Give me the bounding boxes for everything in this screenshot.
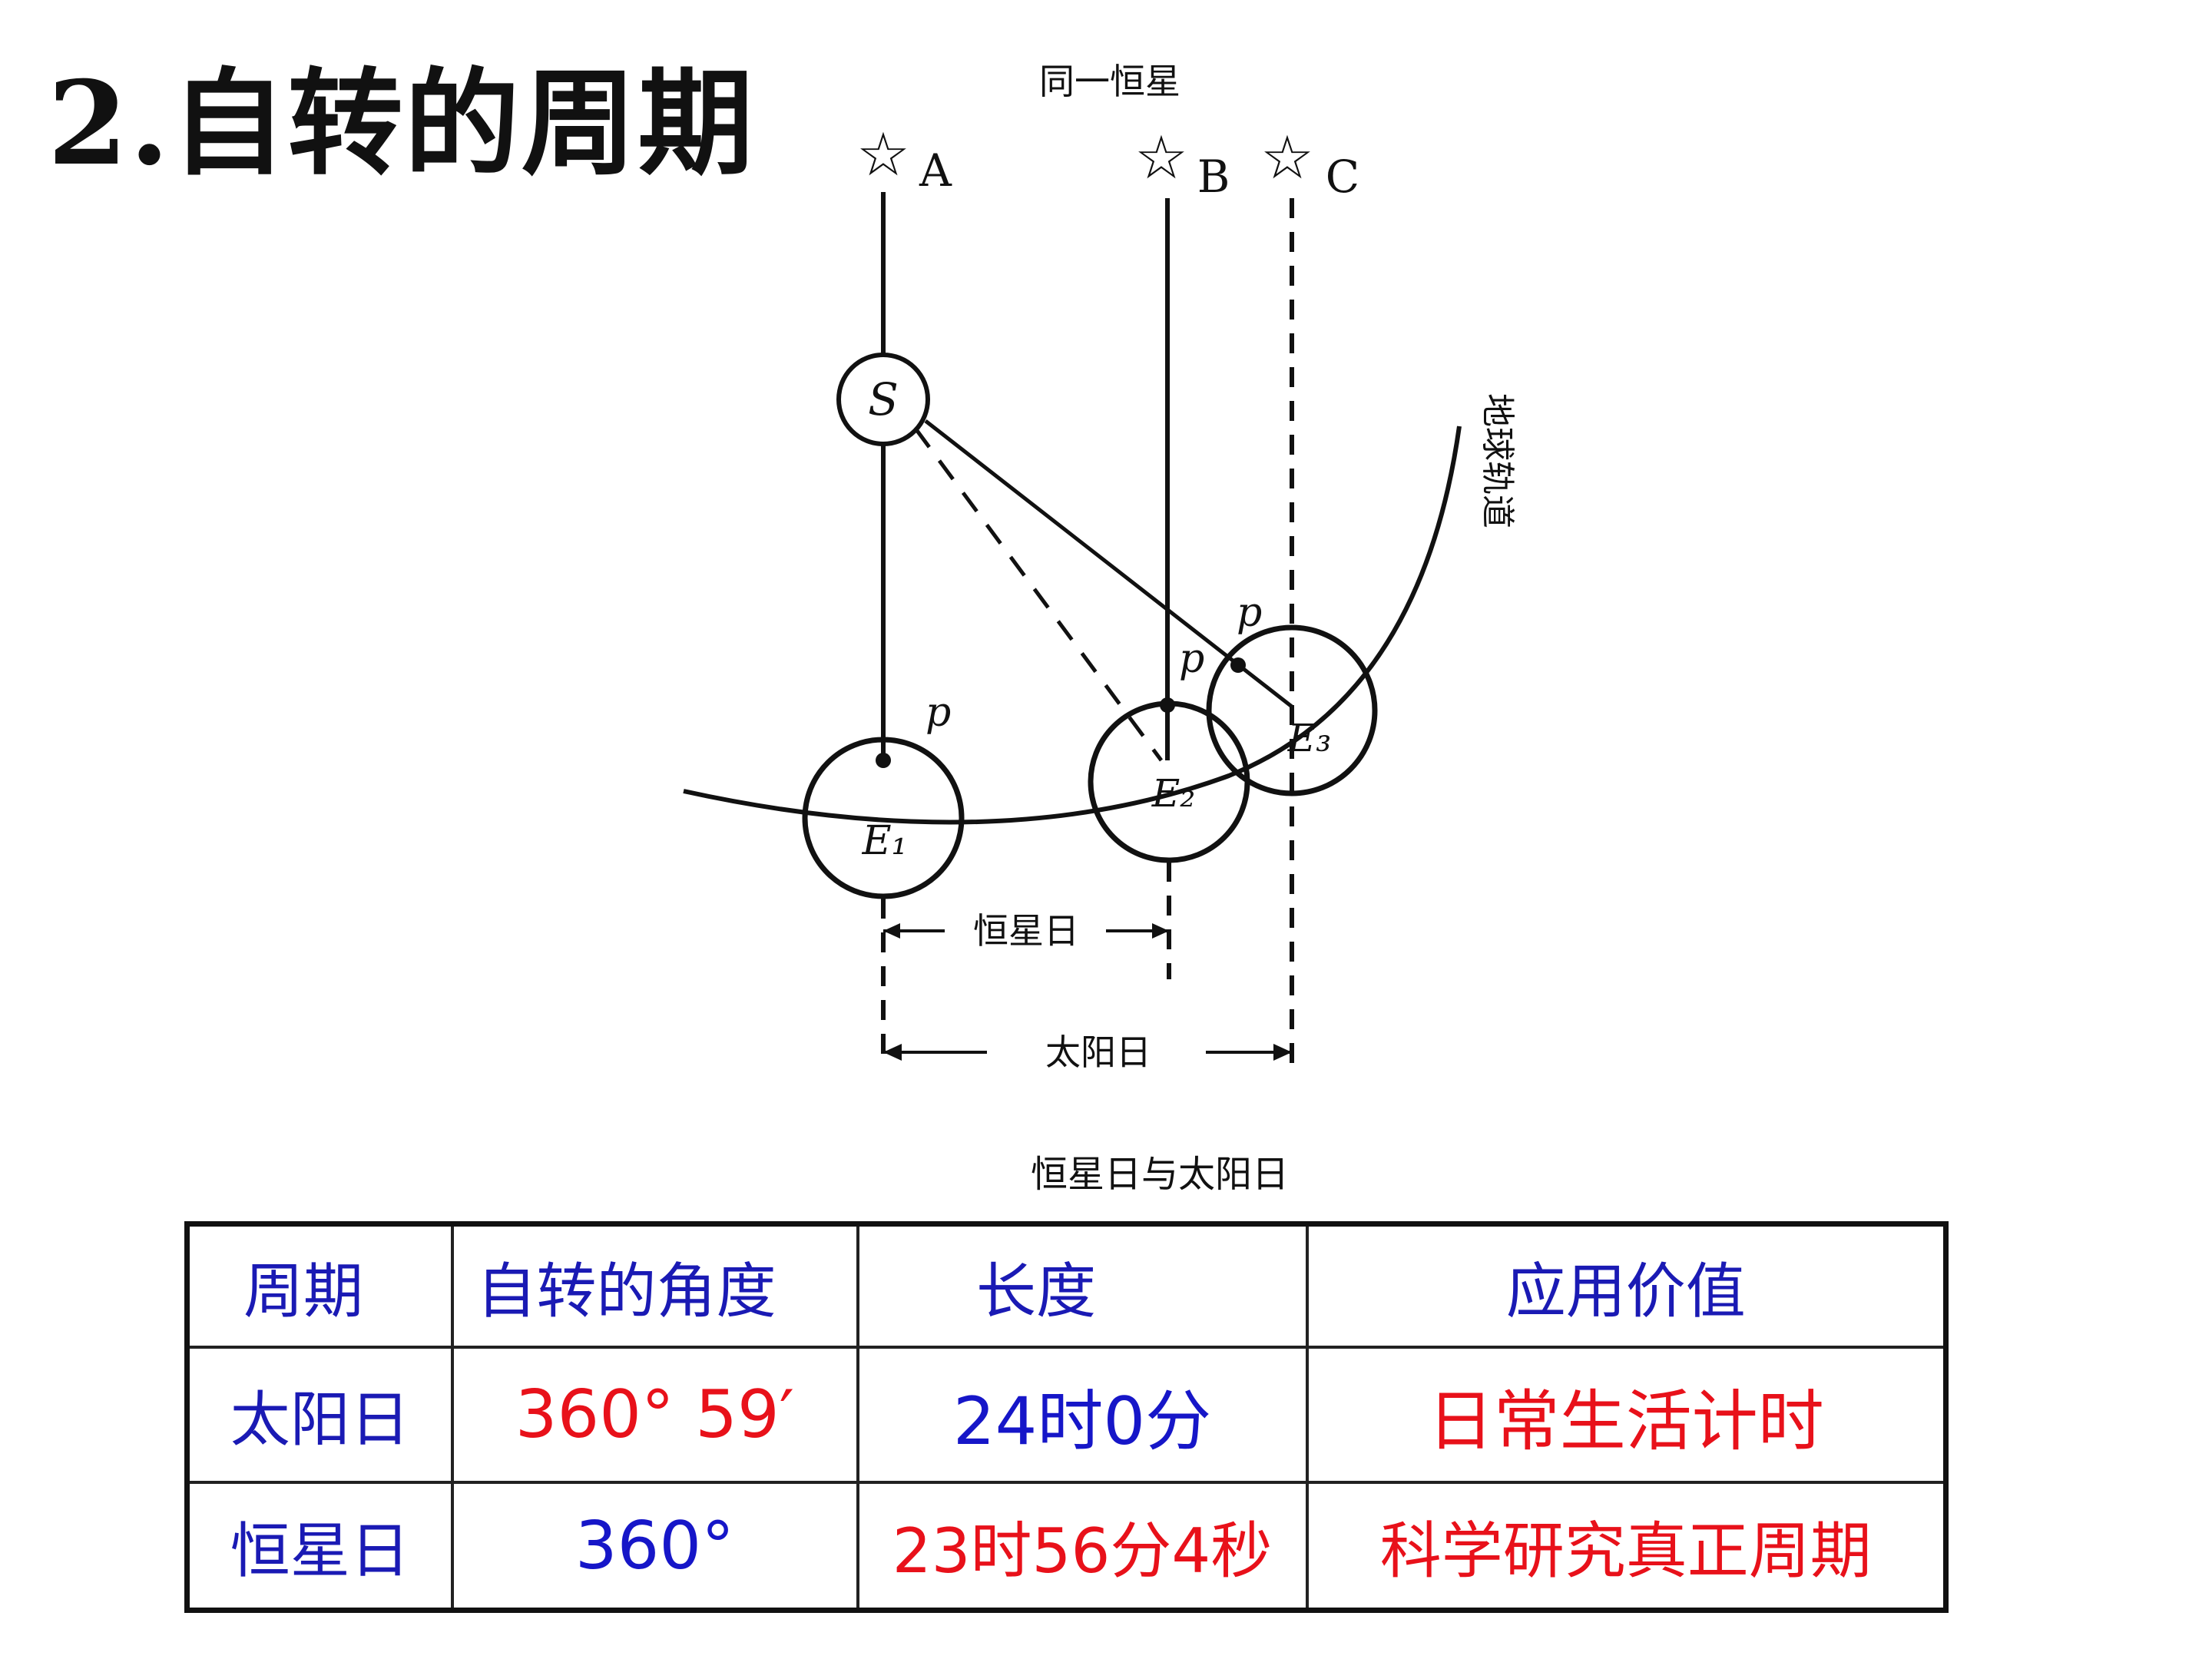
diagram-caption: 恒星日与太阳日 bbox=[1031, 1153, 1289, 1196]
p-point-e2 bbox=[1160, 697, 1175, 713]
earth-orbit bbox=[683, 426, 1462, 825]
p-label-e2: p bbox=[1179, 636, 1204, 682]
star-a: ☆ A bbox=[856, 121, 952, 197]
sidereal-day-span: 恒星日 bbox=[883, 910, 1169, 952]
solar-day-label: 太阳日 bbox=[1045, 1031, 1151, 1073]
star-icon: ☆ bbox=[1260, 124, 1314, 193]
sidereal-solar-day-diagram: 同一恒星 ☆ A ☆ B ☆ C S 地球轨道 E₁ E₂ E₃ p p p bbox=[683, 61, 1517, 1196]
sun-label: S bbox=[868, 373, 899, 426]
row-solar-day-value: 日常生活计时 bbox=[1305, 1346, 1948, 1485]
earth-e3-label: E₃ bbox=[1287, 716, 1332, 760]
header-length: 长度 bbox=[856, 1222, 1309, 1349]
star-icon: ☆ bbox=[856, 121, 910, 190]
table-row-solar-day: 太阳日 360° 59′ 24时0分 日常生活计时 bbox=[185, 1346, 1948, 1485]
earth-e1 bbox=[802, 737, 965, 899]
row-sidereal-day-angle: 360° bbox=[450, 1481, 859, 1612]
header-angle: 自转的角度 bbox=[450, 1222, 859, 1349]
star-c-label: C bbox=[1326, 151, 1359, 203]
rotation-period-table: 周期 自转的角度 长度 应用价值 太阳日 360° 59′ 24时0分 日常生活… bbox=[184, 1221, 1949, 1613]
page-title: 2.自转的周期 bbox=[48, 56, 755, 191]
p-point-e1 bbox=[876, 753, 891, 768]
row-solar-day-angle: 360° 59′ bbox=[450, 1346, 859, 1485]
p-point-e3 bbox=[1230, 657, 1246, 673]
header-value: 应用价值 bbox=[1305, 1222, 1948, 1349]
row-sidereal-day-period: 恒星日 bbox=[185, 1481, 454, 1612]
row-solar-day-period: 太阳日 bbox=[185, 1346, 454, 1485]
star-b: ☆ B bbox=[1134, 124, 1230, 203]
star-c: ☆ C bbox=[1260, 124, 1359, 203]
earth-e2-label: E₂ bbox=[1151, 771, 1196, 816]
sidereal-day-label: 恒星日 bbox=[973, 910, 1079, 952]
line-s-e2-dashed bbox=[913, 427, 1164, 762]
same-star-label: 同一恒星 bbox=[1039, 61, 1181, 102]
svg-text:地球轨道: 地球轨道 bbox=[1478, 393, 1517, 528]
orbit-label: 地球轨道 bbox=[1478, 393, 1517, 528]
star-a-label: A bbox=[919, 144, 952, 197]
solar-day-span: 太阳日 bbox=[883, 1031, 1292, 1073]
earth-e1-label: E₁ bbox=[862, 818, 908, 864]
header-period: 周期 bbox=[185, 1222, 454, 1349]
row-solar-day-length: 24时0分 bbox=[856, 1346, 1309, 1485]
p-label-e1: p bbox=[926, 690, 951, 736]
earth-e3 bbox=[1206, 624, 1378, 796]
sun-circle bbox=[836, 353, 930, 446]
line-s-e3 bbox=[924, 419, 1293, 708]
p-label-e3: p bbox=[1237, 590, 1262, 636]
star-b-label: B bbox=[1197, 151, 1230, 203]
table-row-sidereal-day: 恒星日 360° 23时56分4秒 科学研究真正周期 bbox=[185, 1481, 1948, 1612]
table-header-row: 周期 自转的角度 长度 应用价值 bbox=[185, 1222, 1948, 1349]
row-sidereal-day-length: 23时56分4秒 bbox=[856, 1481, 1309, 1612]
row-sidereal-day-value: 科学研究真正周期 bbox=[1305, 1481, 1948, 1612]
star-icon: ☆ bbox=[1134, 124, 1188, 193]
